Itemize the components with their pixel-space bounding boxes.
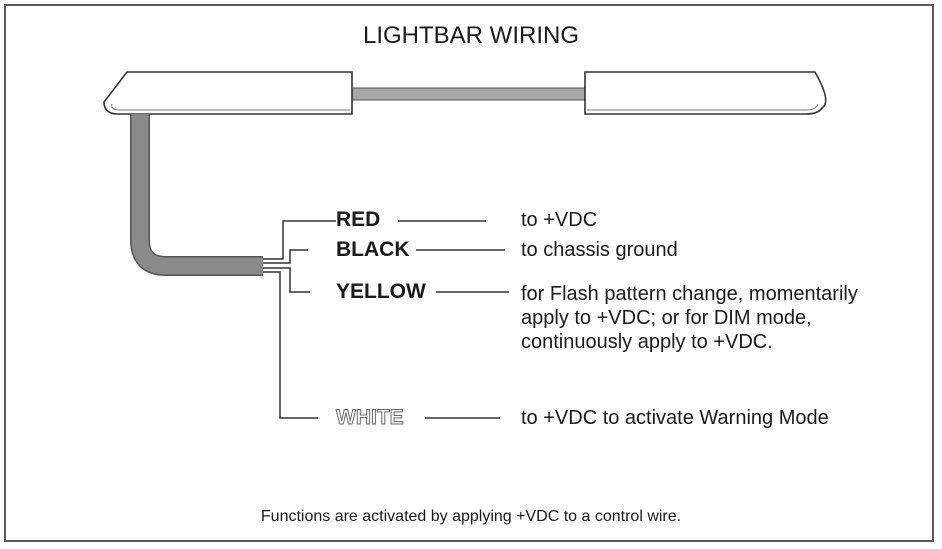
- wire-desc-yellow-line-1: for Flash pattern change, momentarily: [521, 283, 858, 305]
- leader-lines: [398, 220, 509, 419]
- wire-desc-red: to +VDC: [521, 209, 598, 231]
- lightbar-right-edge: [587, 103, 819, 111]
- lightbar-right: [584, 71, 827, 115]
- yellow-wire: [263, 267, 310, 293]
- lightbar-left: [103, 71, 353, 115]
- wire-label-black: BLACK: [336, 238, 410, 261]
- red-wire: [263, 220, 336, 260]
- diagram-title: LIGHTBAR WIRING: [362, 22, 579, 49]
- wire-desc-yellow-line-2: apply to +VDC; or for DIM mode,: [521, 307, 812, 329]
- wire-label-red: RED: [336, 208, 381, 231]
- breakout-wires: [263, 220, 336, 419]
- wire-desc-yellow-line-3: continuously apply to +VDC.: [521, 331, 773, 353]
- black-wire: [263, 249, 308, 264]
- white-wire: [263, 271, 318, 419]
- lightbar-left-edge: [111, 103, 350, 111]
- wire-desc-black: to chassis ground: [521, 239, 678, 261]
- harness-cable: [131, 114, 263, 275]
- footer-note: Functions are activated by applying +VDC…: [260, 508, 682, 525]
- center-cable: [351, 87, 588, 101]
- harness-cable-outline: [130, 114, 263, 276]
- diagram-frame: [4, 4, 934, 542]
- wire-label-white: WHITE: [336, 406, 405, 430]
- wire-desc-white: to +VDC to activate Warning Mode: [521, 407, 829, 429]
- wire-label-yellow: YELLOW: [336, 280, 426, 303]
